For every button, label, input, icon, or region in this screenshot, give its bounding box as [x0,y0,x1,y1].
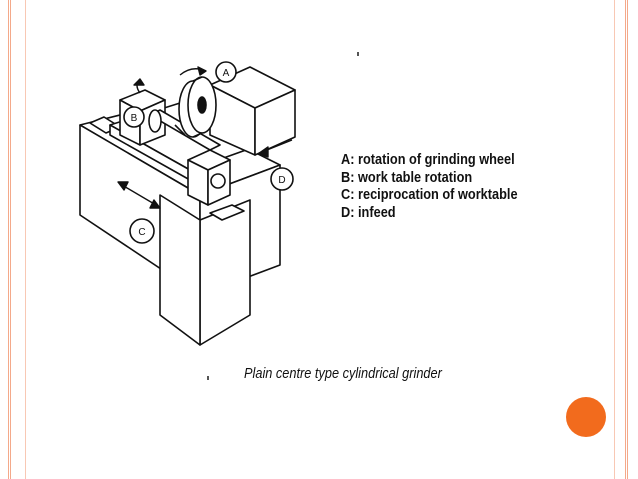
arrow-a-head [197,66,207,76]
legend-item-a: A: rotation of grinding wheel [341,152,515,168]
arrow-d-head [257,146,269,158]
arrow-c-head-right [149,199,161,209]
wheel-head [209,66,296,156]
legend-item-b: B: work table rotation [341,169,473,186]
callout-b [123,106,145,128]
figure-caption: Plain centre type cylindrical grinder [244,366,442,382]
stray-mark [357,52,359,56]
arrow-c [121,184,157,206]
arrow-b-head [133,78,145,86]
legend-item-d: D: infeed [341,204,396,221]
slide-border [8,0,628,479]
callout-a-label: A [223,68,230,79]
callout-c-label: C [138,227,145,238]
slide-border-inner [25,0,615,479]
accent-dot [566,397,606,437]
callout-d [270,167,294,191]
arrow-c-head-left [117,181,129,191]
grinding-wheel [178,76,217,138]
callout-b-label: B [131,113,138,124]
legend: A: rotation of grinding wheel B: work ta… [341,152,518,222]
motion-arrows [117,66,293,209]
grinder-diagram: A B C D [79,61,296,346]
legend-item-c: C: reciprocation of worktable [341,187,518,203]
stray-mark [207,376,209,380]
callout-d-label: D [278,175,285,186]
callout-c [129,218,155,244]
tailstock [187,149,231,206]
callouts: A B C D [123,61,294,244]
callout-a [215,61,237,83]
